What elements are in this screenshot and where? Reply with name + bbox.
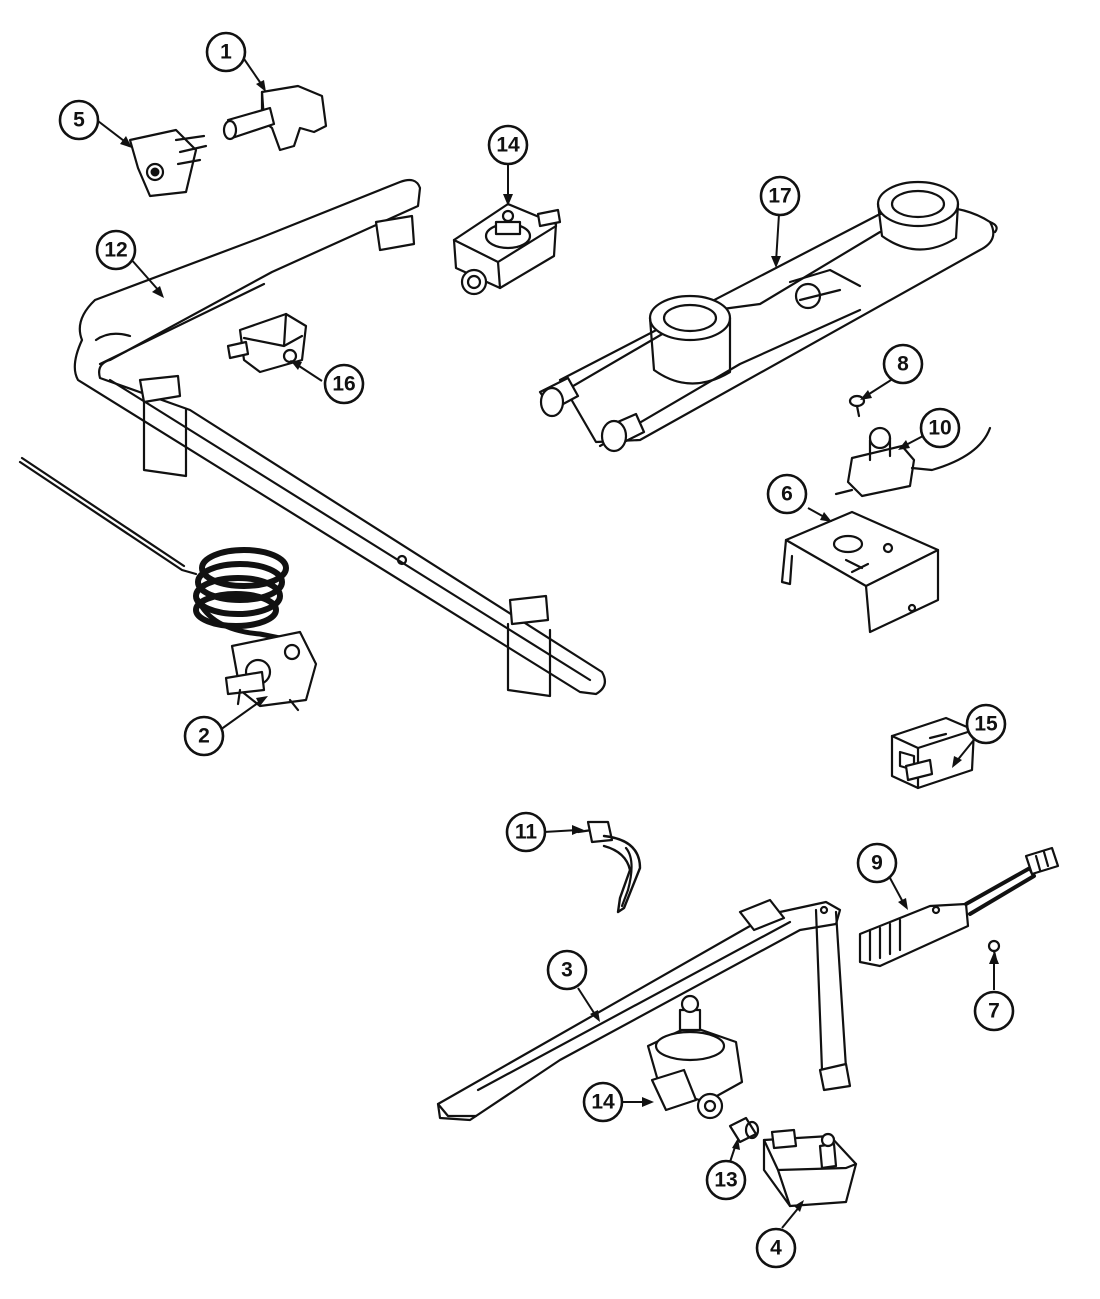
callout-1: 1 (205, 31, 247, 73)
part-3-burner-tube (436, 898, 852, 1122)
callout-9: 9 (856, 842, 898, 884)
callout-8-label: 8 (897, 353, 909, 376)
callout-12-label: 12 (104, 239, 127, 262)
callout-13-label: 13 (714, 1169, 737, 1192)
callout-5-label: 5 (73, 109, 85, 132)
part-17-burner-assembly (538, 180, 998, 453)
part-2-thermostat (18, 456, 318, 712)
callout-3-label: 3 (561, 959, 573, 982)
callout-10-label: 10 (928, 417, 951, 440)
callout-12: 12 (95, 229, 137, 271)
callout-17-label: 17 (768, 185, 791, 208)
callout-3: 3 (546, 949, 588, 991)
part-6-switch-bracket (780, 510, 940, 634)
part-16-valve (226, 312, 308, 374)
callout-5: 5 (58, 99, 100, 141)
callout-4: 4 (755, 1227, 797, 1269)
callout-10: 10 (919, 407, 961, 449)
callout-16: 16 (323, 363, 365, 405)
leader-lines (97, 55, 999, 1229)
callout-16-label: 16 (332, 373, 355, 396)
part-14-regulator-bottom (646, 994, 744, 1120)
callout-11-label: 11 (515, 821, 538, 844)
callout-13: 13 (705, 1159, 747, 1201)
callout-7-label: 7 (988, 1000, 1000, 1023)
callout-15-label: 15 (974, 713, 998, 736)
callout-15: 15 (965, 703, 1007, 745)
part-15-spark-module (890, 716, 976, 790)
part-1-valve-stem (222, 84, 328, 152)
callout-2: 2 (183, 715, 225, 757)
callout-14-bottom-label: 14 (591, 1091, 615, 1114)
callout-8: 8 (882, 343, 924, 385)
callout-9-label: 9 (871, 852, 883, 875)
callout-14-top: 14 (487, 124, 529, 166)
part-13-fitting (728, 1116, 760, 1144)
part-10-igniter-switch (834, 426, 992, 498)
part-5-bracket (128, 128, 208, 198)
part-11-gas-tube (576, 820, 642, 914)
callout-14-top-label: 14 (496, 134, 520, 157)
callout-6-label: 6 (781, 483, 793, 506)
part-9-wire-harness (858, 846, 1060, 968)
callout-7: 7 (973, 990, 1015, 1032)
callout-6: 6 (766, 473, 808, 515)
callout-11: 11 (505, 811, 547, 853)
part-4-igniter (762, 1128, 858, 1208)
callout-14-bottom: 14 (582, 1081, 624, 1123)
part-14-regulator-top (452, 202, 562, 296)
part-8-screw (848, 394, 866, 418)
callout-1-label: 1 (220, 41, 232, 64)
callout-17: 17 (759, 175, 801, 217)
callout-2-label: 2 (198, 725, 210, 748)
callout-4-label: 4 (770, 1237, 782, 1260)
part-12-manifold-pipe (73, 178, 607, 698)
